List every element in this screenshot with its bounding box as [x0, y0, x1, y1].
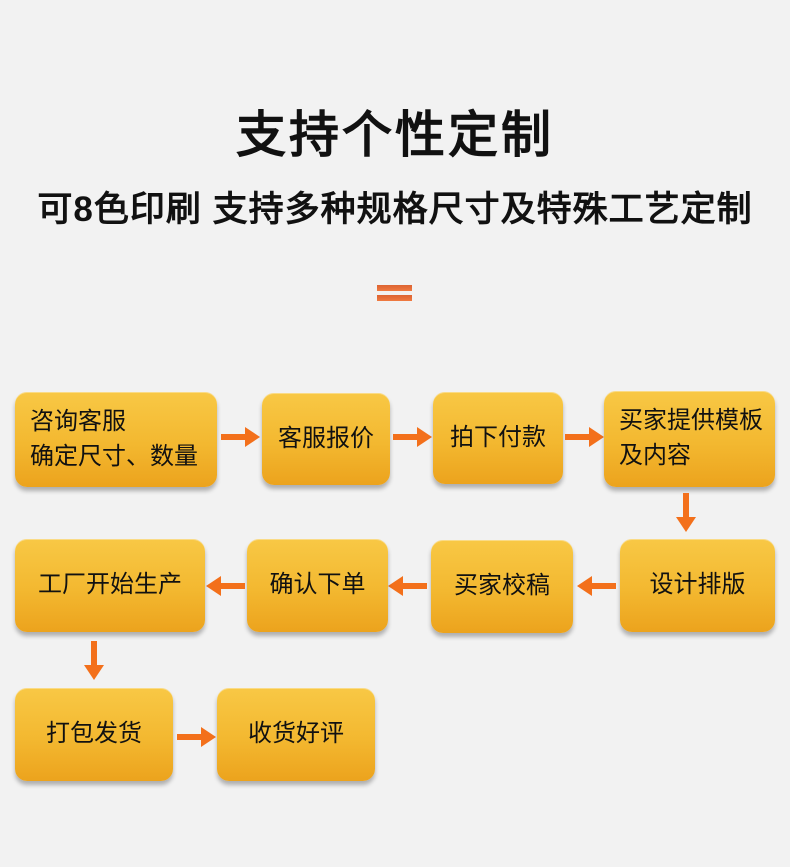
arrow-right-icon [565, 427, 604, 447]
arrow-right-icon [221, 427, 260, 447]
flow-step-provide-template: 买家提供模板 及内容 [604, 391, 775, 487]
page-subtitle: 可8色印刷 支持多种规格尺寸及特殊工艺定制 [37, 190, 753, 229]
arrow-left-icon [388, 576, 427, 596]
arrow-down-icon [676, 493, 696, 532]
flow-step-buyer-proofread: 买家校稿 [431, 540, 573, 633]
flow-step-design-layout: 设计排版 [620, 539, 775, 632]
divider-bar [377, 285, 412, 291]
flow-step-pack-ship: 打包发货 [15, 688, 173, 781]
arrow-left-icon [577, 576, 616, 596]
arrow-right-icon [393, 427, 432, 447]
equals-divider-icon [377, 285, 412, 301]
flow-step-confirm-order: 确认下单 [247, 539, 388, 632]
arrow-right-icon [177, 727, 216, 747]
flow-step-service-quote: 客服报价 [262, 393, 390, 485]
arrow-left-icon [206, 576, 245, 596]
flow-step-factory-production: 工厂开始生产 [15, 539, 205, 632]
arrow-down-icon [84, 641, 104, 680]
page-title: 支持个性定制 [236, 107, 554, 163]
divider-bar [377, 295, 412, 301]
flow-step-place-order-pay: 拍下付款 [433, 392, 563, 484]
flow-step-receive-review: 收货好评 [217, 688, 375, 781]
flow-step-consult-service: 咨询客服 确定尺寸、数量 [15, 392, 217, 487]
